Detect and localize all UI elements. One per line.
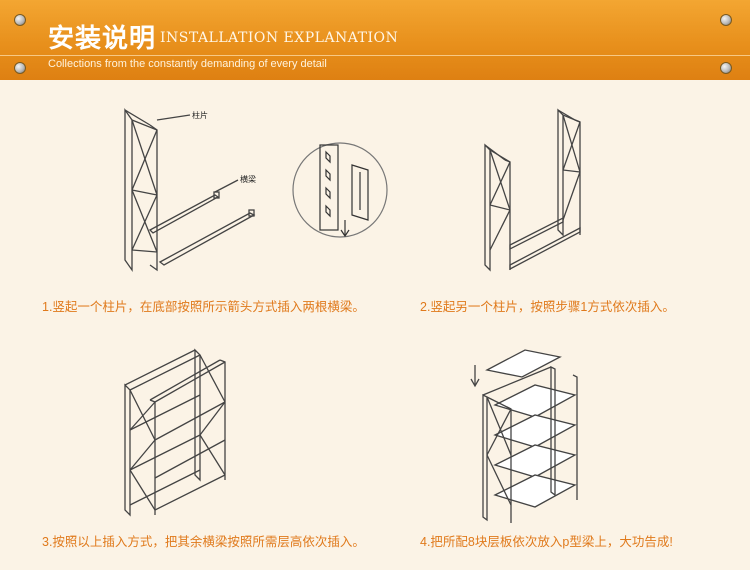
screw-icon	[720, 62, 732, 74]
page-subtitle: Collections from the constantly demandin…	[48, 58, 327, 70]
beam-label: 横梁	[240, 174, 256, 184]
upright-label: 柱片	[192, 110, 208, 120]
step-4-caption: 4.把所配8块层板依次放入p型梁上，大功告成!	[420, 535, 673, 549]
step1-illustration: 柱片 横梁	[124, 107, 256, 273]
banner-divider	[0, 55, 750, 56]
screw-icon	[720, 14, 732, 26]
header-banner: 安装说明 INSTALLATION EXPLANATION Collection…	[0, 0, 750, 80]
step3-illustration	[124, 348, 226, 517]
screw-icon	[14, 62, 26, 74]
page-title: 安装说明	[48, 24, 157, 54]
step-1-caption: 1.竖起一个柱片，在底部按照所示箭头方式插入两根横梁。	[42, 300, 365, 314]
screw-icon	[14, 14, 26, 26]
step-2-caption: 2.竖起另一个柱片，按照步骤1方式依次插入。	[420, 300, 675, 314]
connection-detail-illustration	[292, 142, 388, 238]
page-title-english: INSTALLATION EXPLANATION	[160, 30, 399, 46]
step-3-caption: 3.按照以上插入方式，把其余横梁按照所需层高依次插入。	[42, 535, 365, 549]
step2-illustration	[484, 108, 581, 272]
step4-illustration	[470, 349, 578, 523]
